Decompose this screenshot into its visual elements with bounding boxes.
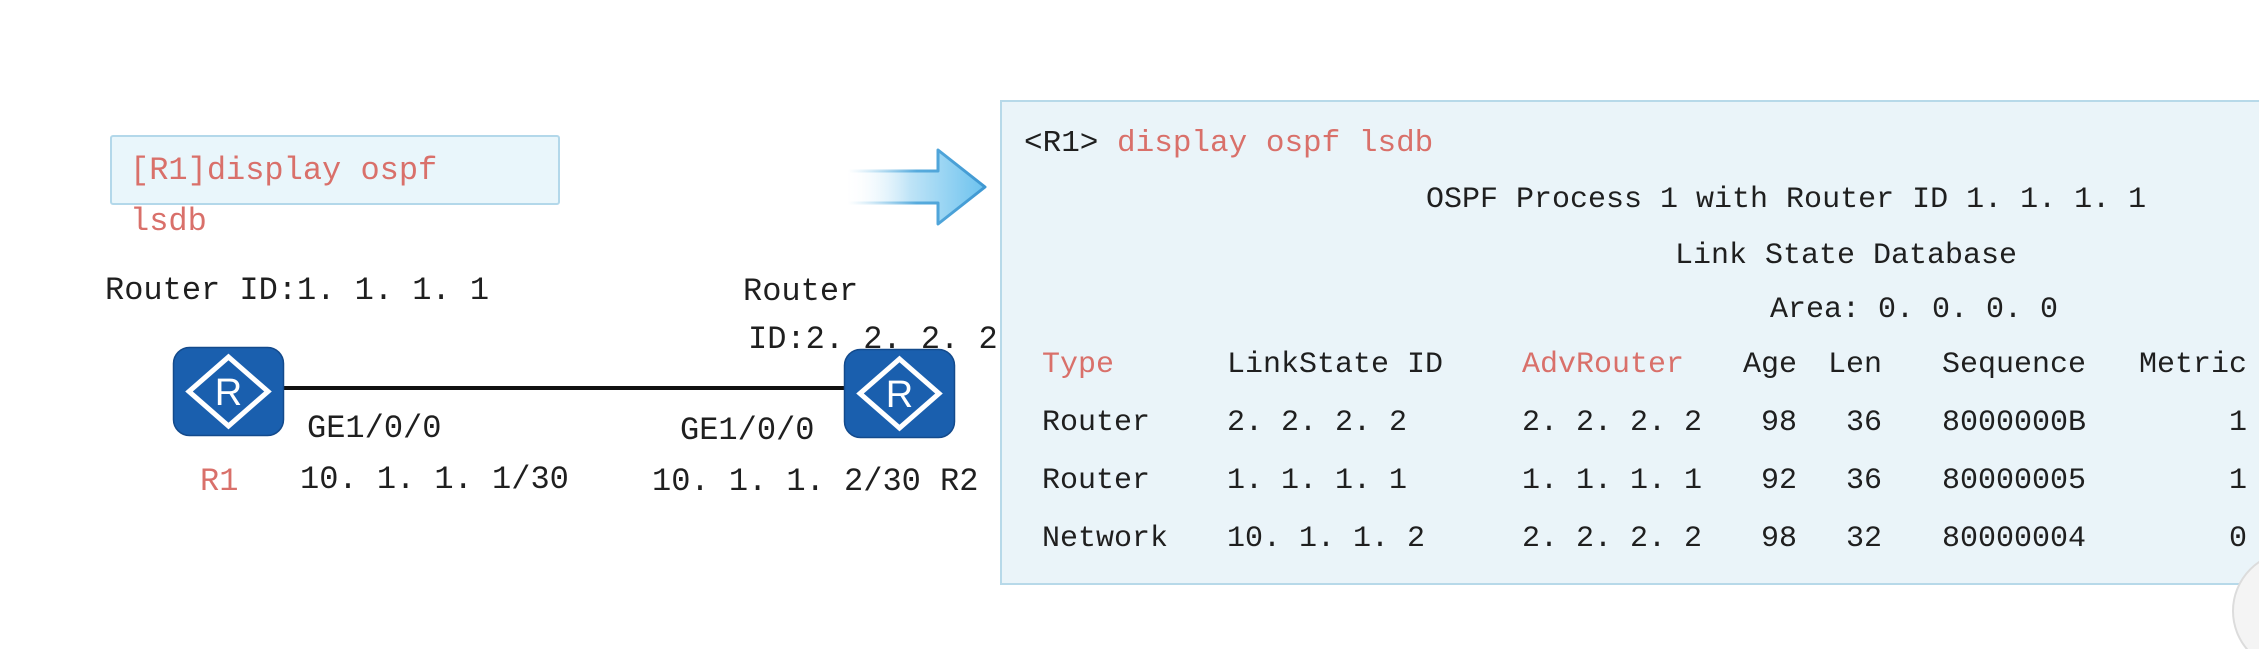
cell-age: 98 (1760, 406, 1797, 440)
r1-name-label: R1 (200, 463, 239, 500)
cell-age: 92 (1760, 464, 1797, 498)
cell-advrouter: 2. 2. 2. 2 (1522, 406, 1703, 440)
svg-text:R: R (215, 372, 242, 414)
cell-len: 32 (1845, 522, 1882, 556)
r1-ip-label: 10. 1. 1. 1/30 (300, 461, 569, 498)
r2-router-id-label-line1: Router (743, 273, 859, 310)
col-header-type: Type (1042, 348, 1115, 382)
cell-type: Router (1042, 464, 1151, 498)
cell-len: 36 (1845, 406, 1882, 440)
cell-sequence: 80000005 (1942, 464, 2087, 498)
cell-advrouter: 2. 2. 2. 2 (1522, 522, 1703, 556)
col-header-advrouter: AdvRouter (1522, 348, 1685, 382)
r1-interface-label: GE1/0/0 (307, 410, 442, 447)
svg-text:R: R (886, 374, 913, 416)
terminal-command: display ospf lsdb (1098, 126, 1434, 161)
lsdb-table-row: Router 2. 2. 2. 2 2. 2. 2. 2 98 36 80000… (1042, 394, 2259, 452)
link-state-database-line: Link State Database (1675, 239, 2018, 273)
lsdb-table-header-row: Type LinkState ID AdvRouter Age Len Sequ… (1042, 336, 2259, 394)
cell-type: Network (1042, 522, 1169, 556)
col-header-len: Len (1827, 348, 1882, 382)
lsdb-table: Type LinkState ID AdvRouter Age Len Sequ… (1042, 336, 2259, 568)
cell-linkstate-id: 1. 1. 1. 1 (1227, 464, 1408, 498)
ospf-process-line: OSPF Process 1 with Router ID 1. 1. 1. 1 (1426, 183, 2147, 217)
terminal-command-line: <R1> display ospf lsdb (1024, 116, 2259, 172)
col-header-linkstate: LinkState ID (1227, 348, 1444, 382)
col-header-metric: Metric (2138, 348, 2247, 382)
cell-linkstate-id: 2. 2. 2. 2 (1227, 406, 1408, 440)
router-r2-icon: R (843, 348, 956, 439)
flow-arrow-icon (846, 148, 987, 226)
r1-router-id-label: Router ID:1. 1. 1. 1 (105, 272, 490, 309)
cell-sequence: 80000004 (1942, 522, 2087, 556)
cell-type: Router (1042, 406, 1151, 440)
cell-len: 36 (1845, 464, 1882, 498)
ethernet-link (284, 386, 846, 390)
terminal-output-panel: <R1> display ospf lsdb OSPF Process 1 wi… (1000, 100, 2259, 585)
r2-interface-label: GE1/0/0 (680, 412, 815, 449)
lsdb-table-row: Network 10. 1. 1. 2 2. 2. 2. 2 98 32 800… (1042, 510, 2259, 568)
cell-metric: 1 (2228, 464, 2247, 498)
router-r1-icon: R (172, 346, 285, 437)
cli-command-text-wrap: lsdb (130, 203, 207, 240)
cell-advrouter: 1. 1. 1. 1 (1522, 464, 1703, 498)
cli-command-text: [R1]display ospf (130, 151, 438, 189)
col-header-sequence: Sequence (1942, 348, 2087, 382)
lsdb-table-row: Router 1. 1. 1. 1 1. 1. 1. 1 92 36 80000… (1042, 452, 2259, 510)
col-header-age: Age (1742, 348, 1797, 382)
terminal-prompt: <R1> (1024, 126, 1099, 161)
cli-command-callout: [R1]display ospf (110, 135, 560, 205)
r2-ip-name-label: 10. 1. 1. 2/30 R2 (652, 463, 979, 500)
cell-age: 98 (1760, 522, 1797, 556)
cell-metric: 0 (2228, 522, 2247, 556)
cell-metric: 1 (2228, 406, 2247, 440)
cell-linkstate-id: 10. 1. 1. 2 (1227, 522, 1426, 556)
cell-sequence: 8000000B (1942, 406, 2087, 440)
r2-router-id-label-line2: ID:2. 2. 2. 2 (748, 321, 998, 358)
area-line: Area: 0. 0. 0. 0 (1770, 293, 2059, 327)
